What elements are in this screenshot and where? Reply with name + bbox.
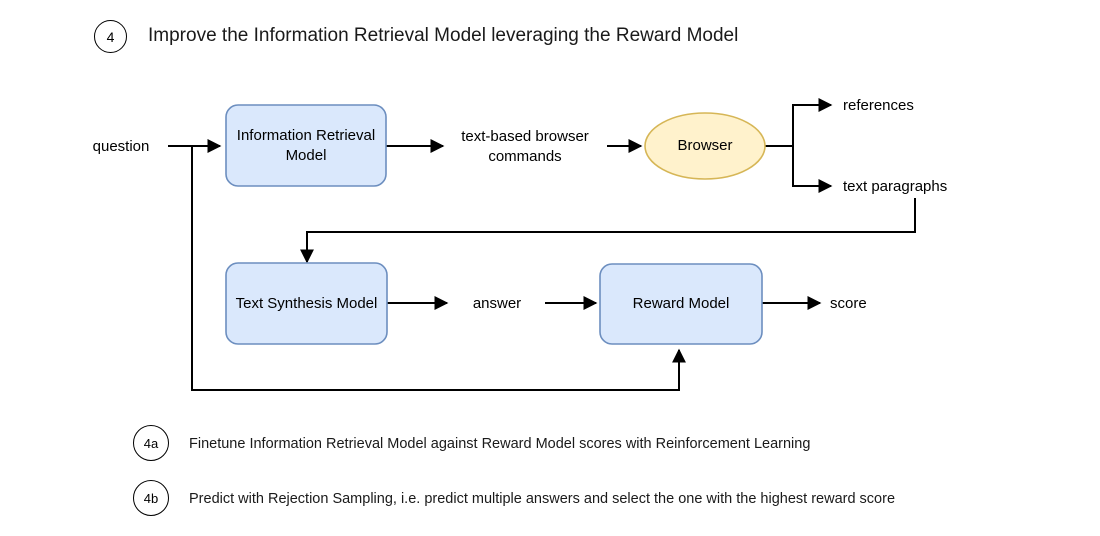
browser-label-text: Browser — [677, 137, 733, 155]
edge-label-references: references — [843, 97, 914, 114]
edge-label-commands: text-based browser commands — [461, 128, 589, 165]
edge-label-answer: answer — [472, 295, 522, 312]
edge-text-paragraphs-to-text-synthesis — [300, 198, 916, 264]
note-badge-4b: 4b — [133, 480, 169, 516]
note-text-4b: Predict with Rejection Sampling, i.e. pr… — [189, 491, 896, 507]
text-synthesis-shape — [225, 262, 388, 345]
text-synthesis-label-text: Text Synthesis Model — [235, 294, 378, 312]
step-badge-label: 4 — [106, 28, 115, 45]
ir-model-shape — [225, 104, 387, 187]
page-title: Improve the Information Retrieval Model … — [148, 25, 739, 46]
reward-model-shape — [599, 263, 763, 345]
browser-shape — [644, 112, 766, 180]
edge-question-feedback-rail — [191, 146, 686, 391]
edge-split-to-text-paragraphs — [792, 146, 833, 193]
reward-model-label: Reward Model — [600, 264, 762, 344]
ir-model-label: Information Retrieval Model — [226, 105, 386, 186]
ir-model-label-text: Information Retrieval Model — [236, 127, 376, 164]
reward-model-label-text: Reward Model — [632, 295, 730, 313]
note-badge-4a: 4a — [133, 425, 169, 461]
text-synthesis-label: Text Synthesis Model — [226, 263, 387, 344]
step-badge-4: 4 — [94, 20, 127, 53]
note-badge-4b-label: 4b — [143, 490, 159, 506]
browser-label: Browser — [645, 113, 765, 179]
edge-split-to-references — [792, 98, 833, 146]
note-badge-4a-label: 4a — [143, 435, 159, 451]
note-text-4a: Finetune Information Retrieval Model aga… — [189, 436, 811, 452]
edge-label-score: score — [830, 295, 867, 312]
edge-label-text-paragraphs: text paragraphs — [843, 178, 948, 195]
edge-label-question: question — [92, 138, 150, 155]
